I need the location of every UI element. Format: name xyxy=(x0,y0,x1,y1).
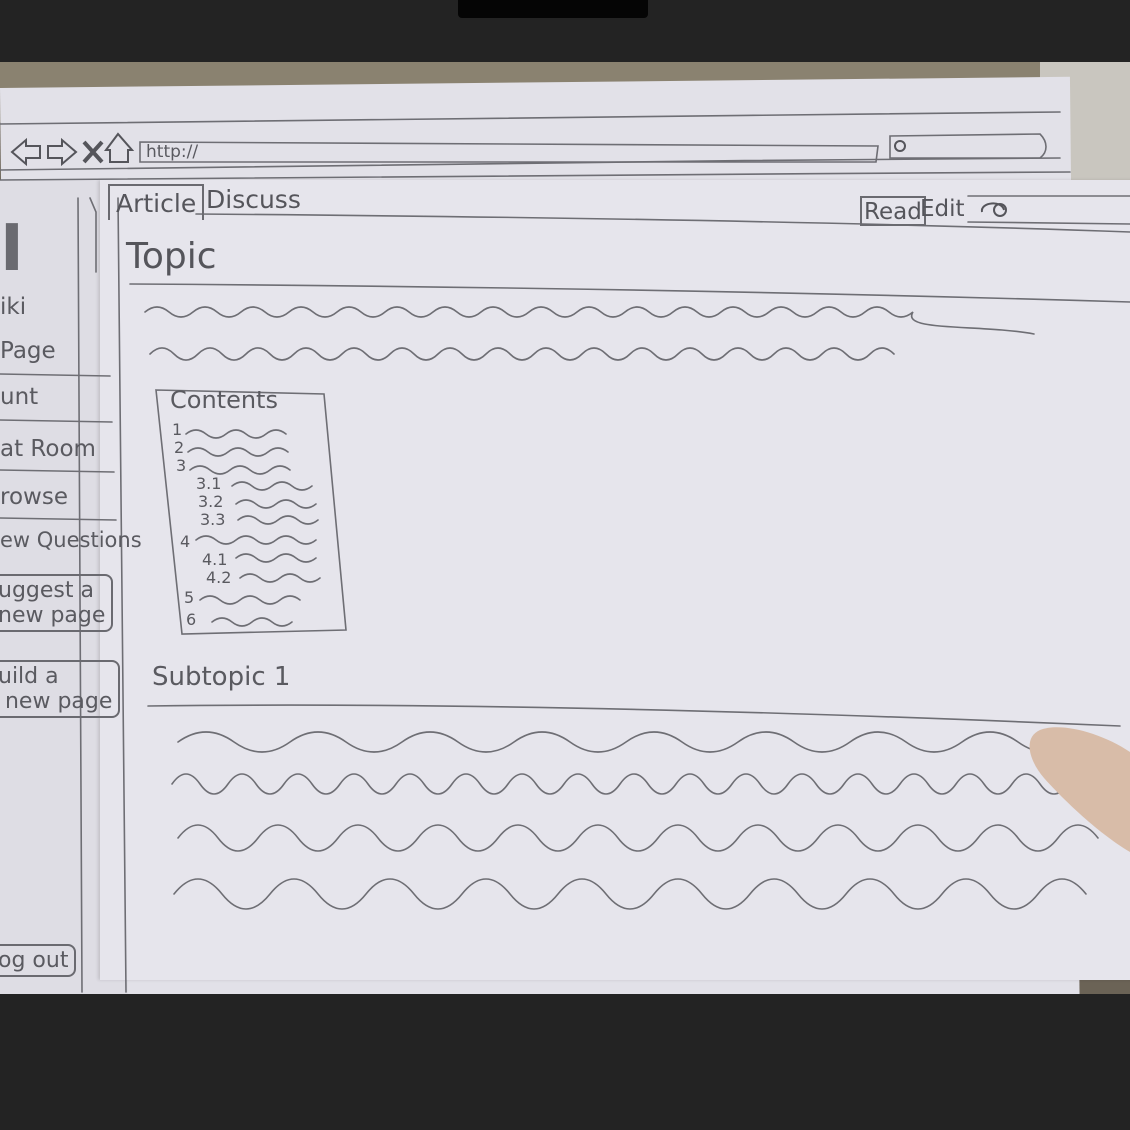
text-squiggle xyxy=(177,824,1099,852)
toc-squiggle xyxy=(185,429,287,439)
contents-title: Contents xyxy=(170,386,278,414)
search-icon[interactable] xyxy=(980,202,1005,213)
article-paper xyxy=(100,180,1130,980)
toc-squiggle xyxy=(235,553,317,563)
text-squiggle xyxy=(144,306,1035,335)
toc-item[interactable]: 5 xyxy=(184,588,195,607)
toc-squiggle xyxy=(237,515,319,525)
toc-item[interactable]: 2 xyxy=(174,438,185,457)
toc-item[interactable]: 4.2 xyxy=(206,568,232,587)
video-notch xyxy=(458,0,648,18)
finger-overlay xyxy=(1029,727,1130,852)
toc-squiggle xyxy=(195,535,317,545)
suggest-page-button[interactable]: uggest a new page xyxy=(0,574,114,632)
toc-item[interactable]: 3 xyxy=(176,456,187,475)
toc-item[interactable]: 4.1 xyxy=(202,550,228,569)
text-squiggle xyxy=(171,773,1069,795)
url-bar-outline xyxy=(139,141,879,163)
toc-item[interactable]: 4 xyxy=(180,532,191,551)
sidebar-edge xyxy=(77,197,83,993)
home-icon[interactable] xyxy=(104,132,135,163)
text-squiggle xyxy=(177,731,1075,753)
contents-box-outline xyxy=(155,389,347,635)
build-page-button[interactable]: uild a new page xyxy=(0,660,121,718)
toc-squiggle xyxy=(235,499,317,509)
tab-read[interactable]: Read xyxy=(860,196,926,226)
back-arrow-icon[interactable] xyxy=(10,137,41,167)
article-paper-edge xyxy=(117,197,127,993)
subtopic-title: Subtopic 1 xyxy=(152,662,291,692)
text-squiggle xyxy=(173,878,1087,910)
sidebar-edge xyxy=(89,197,97,273)
toc-squiggle xyxy=(231,481,313,491)
text-squiggle xyxy=(149,347,895,361)
chrome-line xyxy=(0,171,1071,181)
tab-edit[interactable]: Edit xyxy=(920,196,965,222)
page-title: Topic xyxy=(126,236,217,277)
url-text[interactable]: http:// xyxy=(146,142,199,162)
top-search-outline xyxy=(889,133,1047,159)
finger xyxy=(1029,727,1130,852)
toc-item[interactable]: 3.2 xyxy=(198,492,224,511)
close-icon[interactable] xyxy=(82,140,104,164)
toc-squiggle xyxy=(189,465,291,475)
sidebar-item-new-questions[interactable]: ew Questions xyxy=(0,528,142,552)
toc-item[interactable]: 3.1 xyxy=(196,474,222,493)
tab-article[interactable]: Article xyxy=(108,184,205,220)
sidebar-dividers xyxy=(0,373,117,521)
wiki-name: iki xyxy=(0,294,27,320)
forward-arrow-icon[interactable] xyxy=(47,137,78,167)
logout-button[interactable]: og out xyxy=(0,944,77,977)
article-search-outline xyxy=(967,195,1130,225)
sketch-strokes xyxy=(0,111,1130,993)
wiki-logo[interactable]: I xyxy=(0,212,24,286)
sidebar-item-browse[interactable]: rowse xyxy=(0,484,68,510)
chrome-line xyxy=(0,111,1061,125)
sidebar-item-account[interactable]: unt xyxy=(0,384,39,410)
tabs-underline xyxy=(195,213,1130,233)
toc-item[interactable]: 1 xyxy=(172,420,183,439)
chrome-line xyxy=(0,157,1061,171)
search-icon[interactable] xyxy=(993,203,1007,217)
toc-squiggle xyxy=(199,595,301,605)
sidebar-item-chat-room[interactable]: at Room xyxy=(0,436,96,462)
paper-prototype-scene: http:// Article Discuss Read Edit Topic … xyxy=(0,62,1130,994)
toc-squiggle xyxy=(187,447,289,457)
search-icon[interactable] xyxy=(894,140,906,152)
toc-squiggle xyxy=(211,617,293,627)
toc-squiggle xyxy=(239,573,321,583)
title-underline xyxy=(129,283,1130,303)
toc-item[interactable]: 6 xyxy=(186,610,197,629)
subtopic-underline xyxy=(147,704,1121,727)
tab-discuss[interactable]: Discuss xyxy=(206,185,301,214)
sidebar-item-main-page[interactable]: Page xyxy=(0,338,56,364)
toc-item[interactable]: 3.3 xyxy=(200,510,226,529)
